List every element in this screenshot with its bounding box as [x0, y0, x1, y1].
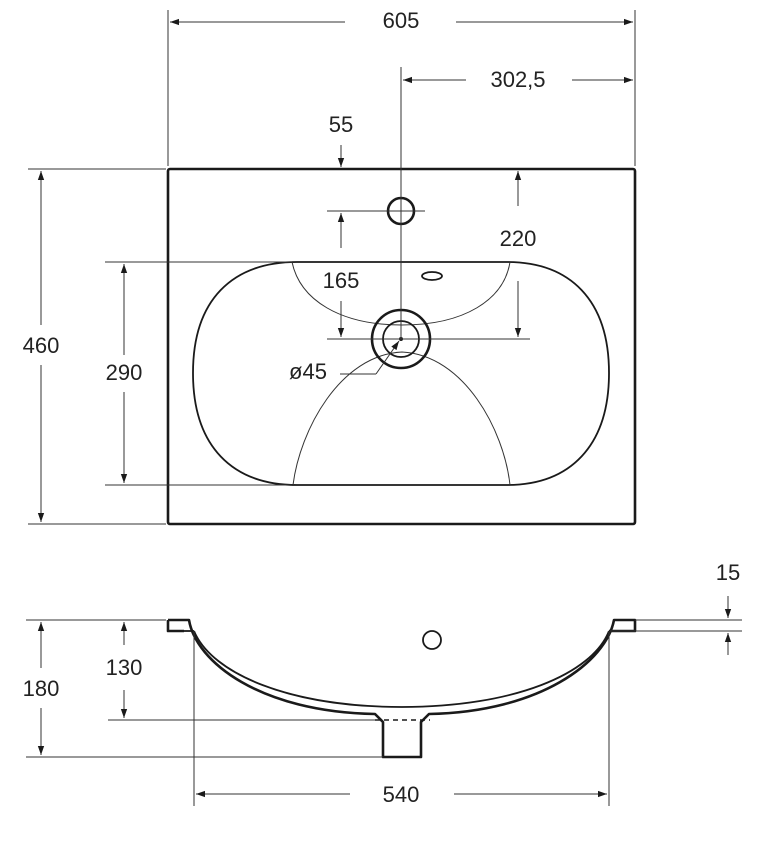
dimension-540: 540: [193, 631, 610, 807]
dimension-605: 605: [167, 8, 636, 166]
label-302-5: 302,5: [490, 67, 545, 92]
label-55: 55: [329, 112, 353, 137]
label-220: 220: [500, 226, 537, 251]
side-view: [166, 618, 637, 759]
label-180: 180: [23, 676, 60, 701]
basin-profile-inner: [193, 630, 610, 708]
dimension-302-5: 302,5: [400, 67, 633, 339]
dimension-15: 15: [610, 560, 742, 655]
overflow-hole-side: [422, 630, 442, 650]
label-15: 15: [716, 560, 740, 585]
overflow-slot: [421, 271, 443, 281]
label-290: 290: [106, 360, 143, 385]
dimension-290: 290: [105, 261, 292, 486]
dimension-diameter-45: ø45: [289, 340, 400, 384]
bowl-curve-lower: [292, 351, 511, 486]
bowl-curve-upper: [291, 261, 511, 326]
label-130: 130: [106, 655, 143, 680]
label-540: 540: [383, 782, 420, 807]
dimension-220: 220: [500, 171, 537, 337]
basin-rim-left: [166, 620, 184, 633]
dimension-55: 55: [327, 112, 425, 248]
basin-profile-outer: [168, 618, 637, 759]
label-165: 165: [323, 268, 360, 293]
dimension-165: 165: [323, 268, 530, 340]
bowl-outline-top: [192, 261, 610, 486]
label-diameter-45: ø45: [289, 359, 327, 384]
dimension-460: 460: [23, 168, 166, 525]
label-605: 605: [383, 8, 420, 33]
label-460: 460: [23, 333, 60, 358]
dimension-180: 180: [23, 619, 383, 758]
dimension-130: 130: [106, 622, 375, 721]
